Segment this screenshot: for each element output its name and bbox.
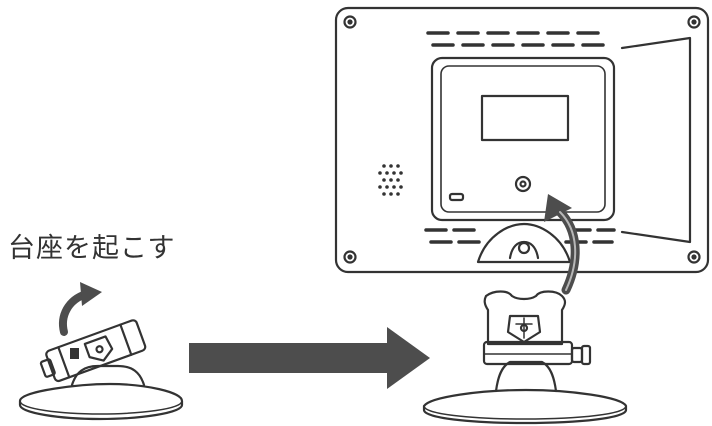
mount-bracket-knob <box>508 240 540 260</box>
folded-stand-head <box>39 319 147 383</box>
vent-bottom <box>424 228 616 244</box>
screw-top-right <box>687 15 701 29</box>
screw-top-left <box>343 15 357 29</box>
mount-hole <box>514 175 532 193</box>
monitor-back <box>334 6 710 274</box>
corner-screws <box>343 15 701 264</box>
inner-panel <box>430 56 616 222</box>
tilt-knob <box>570 346 584 364</box>
lift-arrow-icon <box>59 282 102 336</box>
screw-bottom-right <box>687 250 701 264</box>
raised-stand-collar <box>482 340 574 366</box>
inner-panel-border <box>440 65 606 213</box>
monitor-outer-frame <box>334 6 710 274</box>
screw-bottom-left <box>343 250 357 264</box>
monitor-side-panel <box>620 36 692 244</box>
small-slot <box>448 192 465 202</box>
label-area <box>480 94 570 142</box>
mount-bracket <box>476 222 572 264</box>
raised-stand-neck <box>494 360 558 393</box>
stand-raised <box>422 290 628 425</box>
attach-arrow-icon <box>544 194 580 295</box>
raised-stand-head <box>483 290 567 346</box>
instruction-text: 台座を起こす <box>8 233 176 264</box>
move-arrow-icon <box>189 327 430 389</box>
vent-top <box>426 31 605 47</box>
stand-folded <box>18 319 184 421</box>
raised-stand-base <box>422 388 628 425</box>
head-emblem <box>506 314 542 344</box>
speaker-grille <box>378 164 403 196</box>
folded-stand-neck <box>70 364 146 387</box>
